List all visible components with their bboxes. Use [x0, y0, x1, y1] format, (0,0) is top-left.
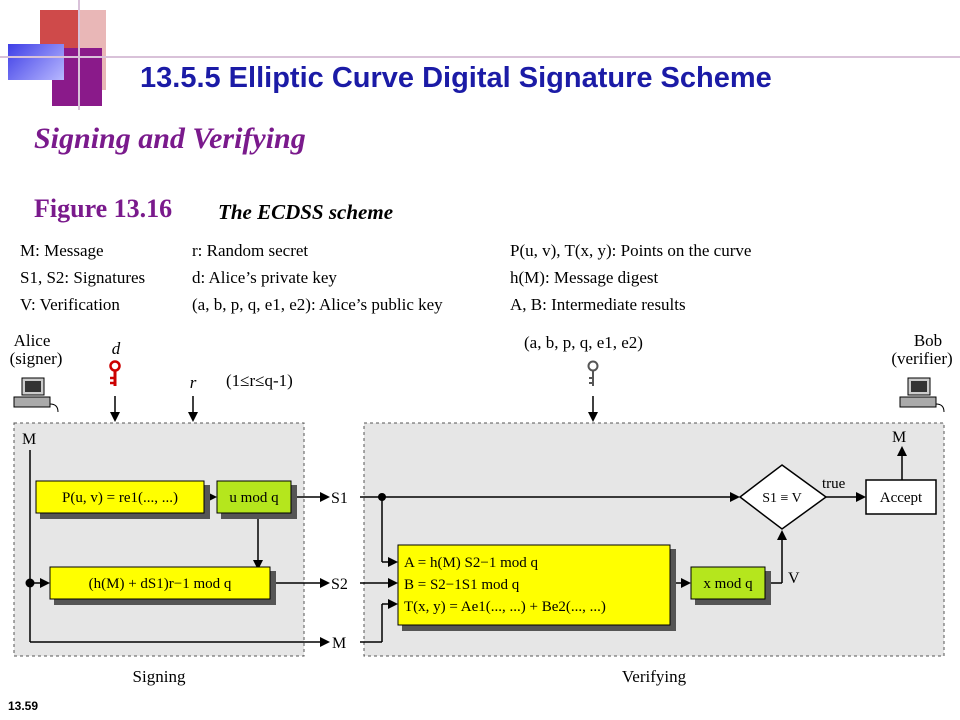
verify-line-b: B = S2−1S1 mod q	[404, 577, 520, 593]
x-mod-q-text: x mod q	[703, 576, 753, 592]
legend-col1-item: M: Message	[20, 241, 104, 260]
verify-calc-box	[397, 544, 676, 631]
legend-col3-item: h(M): Message digest	[510, 268, 659, 287]
decor-line-v	[78, 0, 80, 110]
signing-label: Signing	[133, 667, 186, 686]
m-output-label: M	[892, 429, 906, 446]
figure-caption: The ECDSS scheme	[218, 200, 394, 224]
accept-box	[865, 479, 937, 515]
legend-col2-item: r: Random secret	[192, 241, 309, 260]
s2-transfer-label: S2	[331, 576, 348, 593]
bob-label: Bob	[914, 331, 942, 350]
bob-computer-icon	[899, 377, 945, 413]
verify-line-t: T(x, y) = Ae1(..., ...) + Be2(..., ...)	[404, 599, 606, 615]
legend-col2-item: d: Alice’s private key	[192, 268, 337, 287]
figure-number: Figure 13.16	[34, 194, 173, 223]
m-transfer-label: M	[332, 635, 346, 652]
alice-role-label: (signer)	[10, 349, 63, 368]
alice-label: Alice	[14, 331, 51, 350]
s1-transfer-label: S1	[331, 490, 348, 507]
x-mod-q-box	[690, 566, 771, 605]
r-range-label: (1≤r≤q-1)	[226, 371, 293, 390]
verify-line-a: A = h(M) S2−1 mod q	[404, 555, 539, 571]
true-label: true	[822, 476, 846, 492]
s2-calc-box	[49, 566, 276, 605]
decor-square-blue	[8, 44, 64, 80]
point-p-text: P(u, v) = re1(..., ...)	[62, 490, 178, 506]
legend-col3-item: P(u, v), T(x, y): Points on the curve	[510, 241, 752, 260]
private-key-icon	[109, 360, 121, 386]
m-input-label: M	[22, 431, 36, 448]
slide-number: 13.59	[8, 699, 39, 713]
alice-computer-icon	[13, 377, 59, 413]
u-mod-q-box	[216, 480, 297, 519]
public-key-icon	[587, 360, 599, 386]
legend-col2-item: (a, b, p, q, e1, e2): Alice’s public key	[192, 295, 443, 314]
legend-col1-item: S1, S2: Signatures	[20, 268, 146, 287]
page-title: 13.5.5 Elliptic Curve Digital Signature …	[140, 62, 772, 94]
point-p-box	[35, 480, 210, 519]
bob-role-label: (verifier)	[891, 349, 952, 368]
decor-line-h	[0, 56, 960, 58]
page-subtitle: Signing and Verifying	[34, 122, 306, 155]
signing-panel	[13, 422, 305, 657]
legend-col1-item: V: Verification	[20, 295, 120, 314]
verifying-label: Verifying	[622, 667, 687, 686]
r-label: r	[190, 373, 197, 392]
compare-text: S1 ≡ V	[762, 491, 802, 506]
legend-col3-item: A, B: Intermediate results	[510, 295, 686, 314]
d-label: d	[112, 339, 121, 358]
decor-square-red	[40, 10, 80, 50]
v-label: V	[788, 570, 800, 587]
compare-diamond	[738, 464, 828, 530]
u-mod-q-text: u mod q	[229, 490, 279, 506]
accept-text: Accept	[880, 490, 923, 506]
public-key-label: (a, b, p, q, e1, e2)	[524, 333, 643, 352]
s2-calc-text: (h(M) + dS1)r−1 mod q	[89, 576, 232, 592]
